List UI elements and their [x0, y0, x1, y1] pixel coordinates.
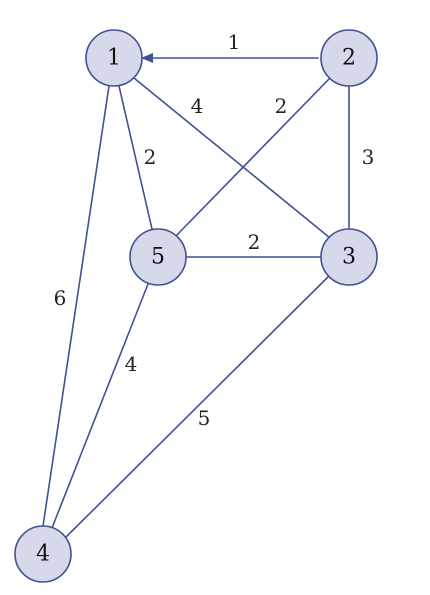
node-4: 4	[14, 525, 72, 583]
edge-line-1-4	[42, 85, 110, 527]
edge-weight-1-4: 6	[54, 286, 67, 310]
edge-weight-2-5: 2	[275, 94, 288, 118]
edge-line-1-5	[118, 85, 153, 230]
edge-3-4: 5	[65, 275, 330, 538]
node-2-label: 2	[342, 46, 356, 71]
node-1-circle	[85, 29, 143, 87]
edge-weight-1-5: 2	[144, 145, 157, 169]
node-3-circle	[320, 228, 378, 286]
node-1: 1	[85, 29, 143, 87]
node-3: 3	[320, 228, 378, 286]
edge-1-4: 6	[42, 85, 110, 527]
node-5: 5	[129, 228, 187, 286]
edge-1-5: 2	[118, 85, 157, 230]
node-2: 2	[320, 29, 378, 87]
edges-layer: 1 4 2 3 2 2 6 4	[42, 30, 375, 538]
edge-5-4: 4	[51, 283, 149, 529]
edge-5-3: 2	[185, 230, 322, 258]
edge-2-5: 2	[173, 77, 331, 239]
edge-1-3: 4	[133, 77, 331, 239]
nodes-layer: 1 2 3 4 5	[14, 29, 378, 583]
node-1-label: 1	[107, 46, 121, 71]
node-4-circle	[14, 525, 72, 583]
edge-line-2-5	[173, 77, 331, 239]
edge-2-3: 3	[348, 85, 375, 230]
edge-weight-2-3: 3	[362, 145, 375, 169]
edge-line-1-3	[133, 77, 331, 239]
edge-weight-2-1: 1	[228, 30, 241, 54]
edge-2-1: 1	[141, 30, 319, 63]
node-3-label: 3	[342, 245, 356, 270]
edge-line-3-4	[65, 275, 330, 538]
node-5-label: 5	[151, 245, 165, 270]
edge-weight-5-4: 4	[125, 352, 138, 376]
edge-weight-3-4: 5	[198, 406, 211, 430]
node-4-label: 4	[36, 542, 50, 567]
node-2-circle	[320, 29, 378, 87]
edge-line-5-4	[51, 283, 149, 529]
node-5-circle	[129, 228, 187, 286]
edge-weight-5-3: 2	[248, 230, 261, 254]
edge-weight-1-3: 4	[191, 94, 204, 118]
